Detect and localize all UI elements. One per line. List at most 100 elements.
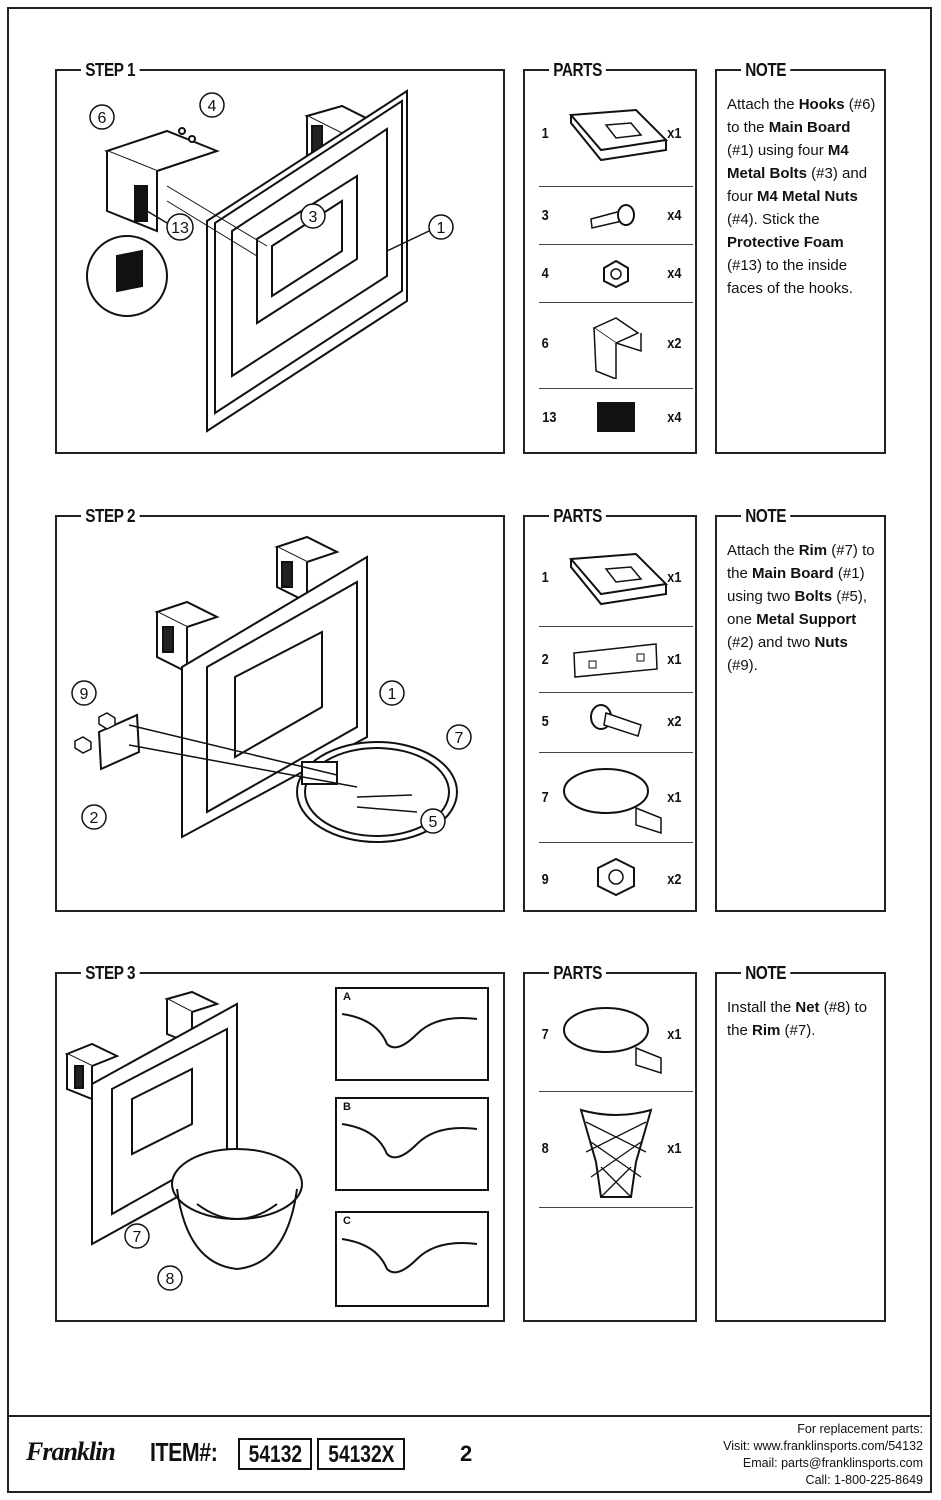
part-number: 6 [541, 335, 549, 352]
step-3-panel: STEP 3 7 8 [55, 961, 505, 1322]
item-number: 54132X [327, 1441, 395, 1468]
contact-line: Email: parts@franklinsports.com [742, 1456, 923, 1470]
callout-2: 2 [90, 810, 99, 827]
part-qty: x1 [667, 569, 682, 586]
contact-line: For replacement parts: [797, 1422, 923, 1436]
part-row: 1 x1 [539, 531, 693, 627]
part-number: 13 [542, 409, 557, 426]
net-icon [576, 1102, 656, 1202]
step-1-note-title: NOTE [741, 58, 791, 82]
step-2-parts-title: PARTS [549, 504, 607, 528]
step-2-panel: STEP 2 [55, 504, 505, 912]
part-row: 1 x1 [539, 85, 693, 187]
step-3-parts-panel: PARTS 7 x1 8 x1 [523, 961, 697, 1322]
part-qty: x1 [667, 651, 682, 668]
part-qty: x1 [667, 125, 682, 142]
item-number-box: 54132X [317, 1438, 405, 1470]
callout-5: 5 [429, 814, 438, 831]
sub-label-c: C [343, 1215, 351, 1227]
step-1-note-panel: NOTE Attach the Hooks (#6) to the Main B… [715, 58, 886, 454]
step-3-title: STEP 3 [81, 961, 140, 985]
sub-label-a: A [343, 991, 351, 1003]
part-qty: x4 [667, 409, 682, 426]
contact-line: Call: 1-800-225-8649 [805, 1473, 923, 1487]
part-qty: x2 [667, 871, 682, 888]
part-row: 7 x1 [539, 753, 693, 843]
part-number: 2 [541, 651, 549, 668]
part-qty: x4 [667, 265, 682, 282]
step-2-diagram: 9 2 1 7 5 [71, 535, 472, 843]
item-number: 54132 [248, 1441, 302, 1468]
callout-6: 6 [98, 110, 107, 127]
franklin-logo: Franklin [26, 1437, 116, 1466]
step-2-parts-panel: PARTS 1 x1 2 x1 5 x2 7 x1 9 x2 [523, 504, 697, 912]
part-number: 5 [541, 713, 549, 730]
part-qty: x1 [667, 1026, 682, 1043]
part-row: 5 x2 [539, 693, 693, 753]
step-2-title: STEP 2 [81, 504, 140, 528]
callout-3: 3 [309, 209, 318, 226]
step-3-note-panel: NOTE Install the Net (#8) to the Rim (#7… [715, 961, 886, 1322]
callout-13: 13 [171, 220, 189, 237]
footer-divider [7, 1415, 932, 1417]
part-number: 1 [541, 569, 549, 586]
callout-8: 8 [166, 1271, 175, 1288]
main-board-icon [561, 549, 671, 609]
contact-info: For replacement parts: Visit: www.frankl… [723, 1421, 923, 1489]
part-qty: x2 [667, 335, 682, 352]
protective-foam-icon [596, 401, 636, 433]
metal-nut-icon [601, 259, 631, 289]
part-number: 7 [541, 1026, 549, 1043]
part-number: 7 [541, 789, 549, 806]
step-1-parts-title: PARTS [549, 58, 607, 82]
callout-7: 7 [455, 730, 464, 747]
part-number: 9 [541, 871, 549, 888]
item-number-box: 54132 [238, 1438, 312, 1470]
step-1-title: STEP 1 [81, 58, 140, 82]
bolt-icon [586, 703, 646, 743]
main-board-icon [561, 105, 671, 165]
callout-7: 7 [133, 1229, 142, 1246]
step-1-diagram: 6 4 3 13 1 [86, 89, 454, 433]
step-3-note-title: NOTE [741, 961, 791, 985]
part-row: 9 x2 [539, 843, 693, 909]
part-row: 7 x1 [539, 988, 693, 1092]
part-number: 1 [541, 125, 549, 142]
part-qty: x1 [667, 789, 682, 806]
part-number: 8 [541, 1140, 549, 1157]
step-2-note-title: NOTE [741, 504, 791, 528]
step-2-note-text: Attach the Rim (#7) to the Main Board (#… [727, 542, 875, 674]
page-frame [7, 7, 932, 1493]
step-3-parts-title: PARTS [549, 961, 607, 985]
part-row: 6 x2 [539, 303, 693, 389]
part-qty: x2 [667, 713, 682, 730]
nut-icon [594, 857, 638, 897]
step-1-panel: STEP 1 [55, 58, 505, 454]
metal-bolt-icon [586, 201, 646, 231]
part-row: 3 x4 [539, 187, 693, 245]
part-qty: x4 [667, 207, 682, 224]
callout-1: 1 [437, 220, 446, 237]
rim-icon [561, 1000, 671, 1080]
callout-1: 1 [388, 686, 397, 703]
item-label: ITEM#: [150, 1437, 218, 1467]
callout-4: 4 [208, 98, 217, 115]
part-qty: x1 [667, 1140, 682, 1157]
step-1-note-text: Attach the Hooks (#6) to the Main Board … [727, 96, 876, 297]
part-row: 13 x4 [539, 389, 693, 451]
step-3-note-text: Install the Net (#8) to the Rim (#7). [727, 999, 868, 1039]
step-1-parts-panel: PARTS 1 x1 3 x4 4 x4 6 x2 13 x4 [523, 58, 697, 454]
part-row: 8 x1 [539, 1092, 693, 1208]
part-number: 3 [541, 207, 549, 224]
callout-9: 9 [80, 686, 89, 703]
step-3-diagram: 7 8 A B C [64, 987, 489, 1307]
sub-label-b: B [343, 1101, 351, 1113]
contact-line: Visit: www.franklinsports.com/54132 [723, 1439, 923, 1453]
metal-support-icon [571, 641, 661, 679]
page-number: 2 [460, 1441, 473, 1466]
rim-icon [561, 763, 671, 839]
part-row: 4 x4 [539, 245, 693, 303]
part-row: 2 x1 [539, 627, 693, 693]
step-2-note-panel: NOTE Attach the Rim (#7) to the Main Boa… [715, 504, 886, 912]
part-number: 4 [541, 265, 549, 282]
